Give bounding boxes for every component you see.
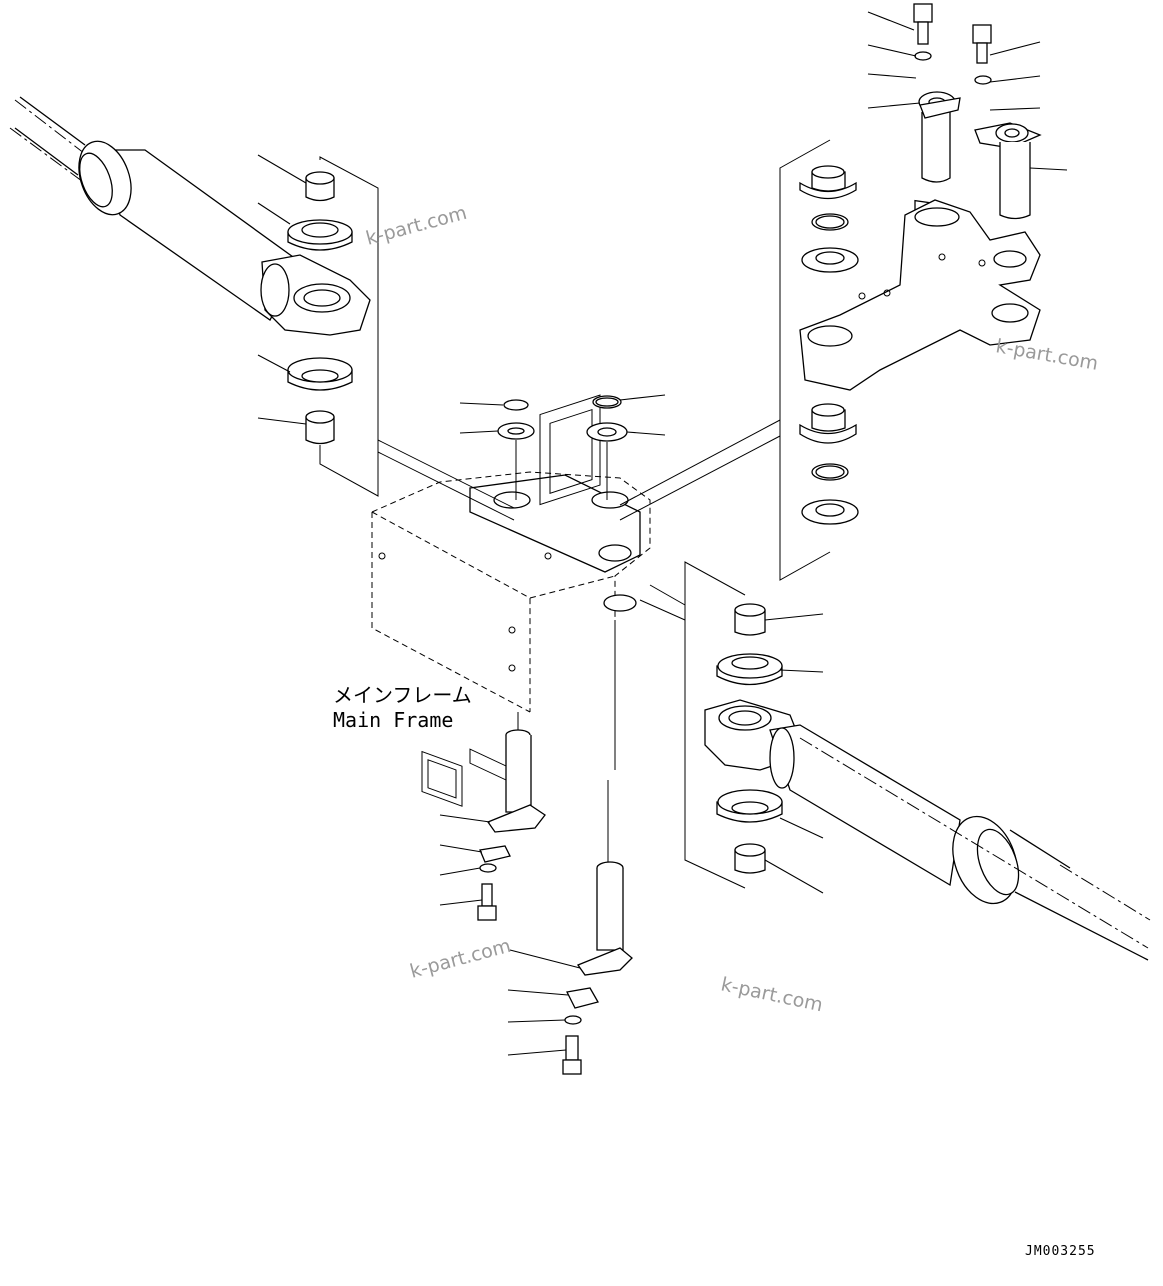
lower-left-pin-stack — [439, 712, 546, 921]
main-frame-label: メインフレーム Main Frame — [333, 683, 472, 732]
watermark-2: k-part.com — [994, 335, 1100, 375]
top-right-pin-bolt-stack — [867, 3, 1068, 220]
watermark-4: k-part.com — [719, 973, 825, 1016]
frame-bracket-lines — [377, 419, 781, 889]
lower-right-bushing-stack — [716, 603, 824, 894]
bell-crank-lever — [799, 199, 1041, 391]
frame-top-washers — [459, 394, 666, 500]
watermark-3: k-part.com — [408, 935, 514, 983]
main-frame-label-japanese: メインフレーム — [333, 683, 472, 707]
watermark-1: k-part.com — [364, 202, 470, 250]
main-frame-label-english: Main Frame — [333, 708, 453, 732]
upper-left-bushing-stack — [257, 154, 379, 497]
lower-right-cylinder-assembly — [704, 699, 1151, 961]
lower-center-pin-stack — [507, 780, 633, 1075]
drawing-code: JM003255 — [1025, 1244, 1096, 1259]
upper-left-cylinder-assembly — [9, 96, 371, 336]
main-frame — [371, 394, 651, 807]
right-bushing-stack — [779, 139, 859, 581]
